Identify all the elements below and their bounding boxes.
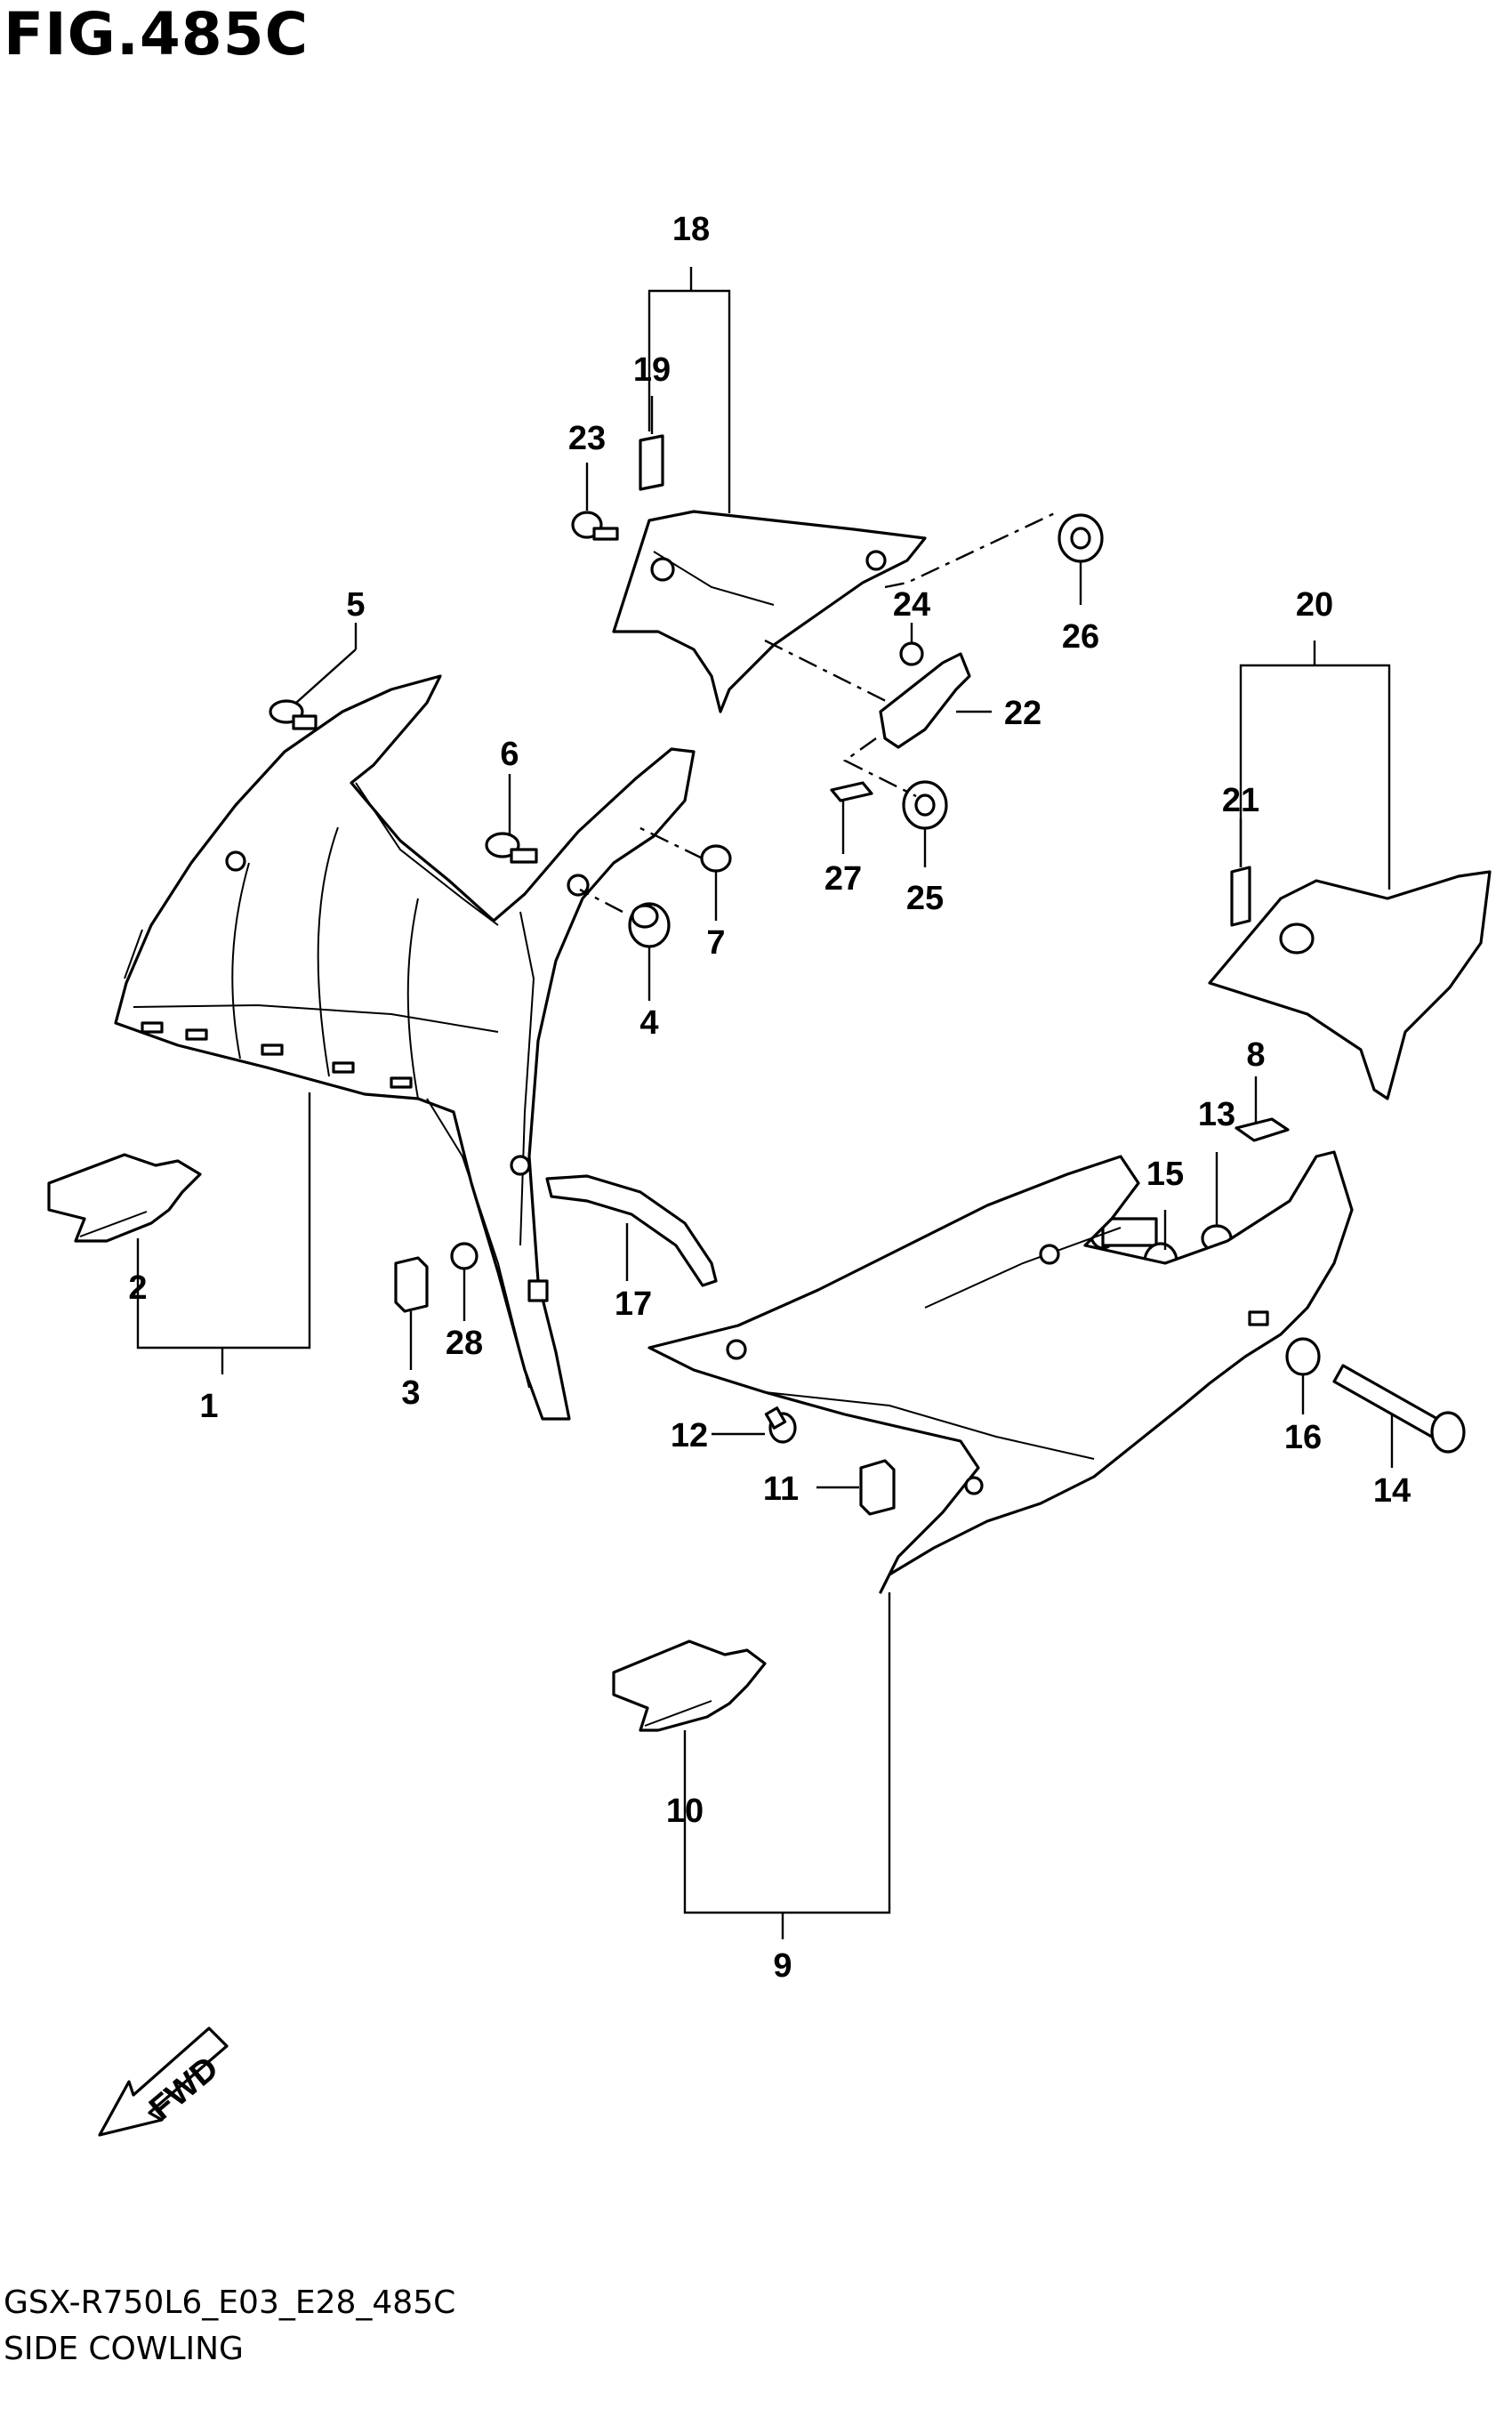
callout-5: 5 [346,586,365,624]
callout-28: 28 [446,1325,483,1362]
trim-strip-17 [545,1174,718,1287]
callout-8: 8 [1246,1036,1265,1074]
grommet-25 [902,780,948,830]
label-19 [639,434,664,491]
side-cowling-lower [647,1150,1354,1594]
callout-14: 14 [1373,1472,1411,1510]
figure-name: SIDE COWLING [4,2331,244,2367]
callout-12: 12 [671,1417,708,1454]
callout-22: 22 [1004,695,1042,732]
pad-8 [1235,1117,1290,1142]
figure-title: FIG.485C [4,0,310,68]
bracket-22 [879,652,971,749]
callout-24: 24 [893,586,930,624]
callout-17: 17 [615,1285,652,1323]
callout-19: 19 [633,351,671,389]
callout-9: 9 [773,1947,792,1985]
callout-6: 6 [500,736,519,773]
screw-6 [485,832,538,864]
callout-27: 27 [824,860,862,898]
figure-code: GSX-R750L6_E03_E28_485C [4,2284,456,2321]
screw-23 [571,511,619,541]
screw-24 [899,641,924,666]
callout-10: 10 [666,1793,704,1830]
nut-7 [700,844,732,873]
grommet-4 [628,902,671,948]
callout-4: 4 [639,1004,658,1042]
inner-panel-20 [1208,870,1492,1100]
grommet-26 [1058,513,1104,563]
assembly-lines [579,510,1059,914]
leader-lines [136,267,1394,1939]
washer-16 [1285,1337,1321,1376]
callout-labels: 1 2 3 4 5 6 7 8 9 10 11 12 13 14 15 16 1… [128,211,1411,1985]
callout-16: 16 [1284,1419,1322,1456]
emblem-lower [612,1640,767,1732]
screw-12 [764,1406,797,1444]
callout-21: 21 [1222,782,1259,819]
nut-11 [859,1459,896,1516]
callout-7: 7 [706,924,725,962]
callout-20: 20 [1296,586,1333,624]
callout-11: 11 [763,1470,799,1508]
callout-25: 25 [906,880,944,917]
nut-3 [394,1256,429,1313]
callout-2: 2 [128,1269,147,1307]
label-21 [1230,866,1251,927]
callout-18: 18 [672,211,710,248]
emblem-upper [47,1153,202,1243]
callout-3: 3 [401,1374,420,1412]
bolt-14 [1332,1364,1466,1454]
side-cowling-upper [114,674,696,1421]
pad-27 [830,781,873,802]
callout-26: 26 [1062,618,1099,656]
callout-1: 1 [199,1388,218,1425]
callout-23: 23 [568,420,606,457]
screw-5 [269,699,318,730]
fwd-arrow: FWD [98,2026,229,2137]
callout-15: 15 [1146,1156,1184,1193]
callout-13: 13 [1198,1096,1235,1133]
screw-28 [450,1242,479,1270]
inner-panel-18 [612,510,927,713]
